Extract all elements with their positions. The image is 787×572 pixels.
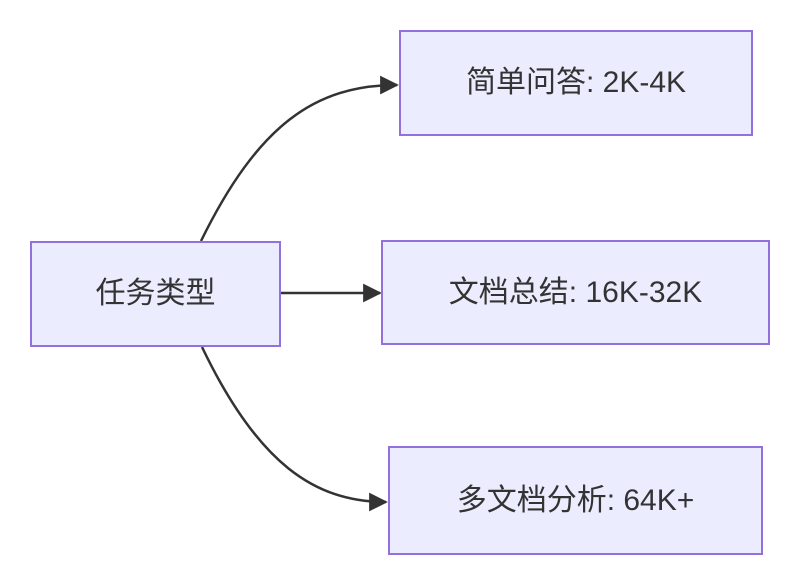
node-multi-doc-analysis: 多文档分析: 64K+	[388, 446, 763, 555]
node-doc-summary-label: 文档总结: 16K-32K	[448, 275, 703, 309]
node-simple-qa-label: 简单问答: 2K-4K	[465, 66, 687, 99]
node-task-type-label: 任务类型	[95, 277, 216, 310]
edge-task-to-multi-doc	[200, 346, 388, 512]
node-task-type: 任务类型	[30, 241, 281, 347]
edge-task-to-simple-qa	[199, 75, 399, 242]
node-doc-summary: 文档总结: 16K-32K	[381, 240, 770, 345]
node-multi-doc-analysis-label: 多文档分析: 64K+	[456, 483, 695, 517]
node-simple-qa: 简单问答: 2K-4K	[399, 30, 753, 136]
